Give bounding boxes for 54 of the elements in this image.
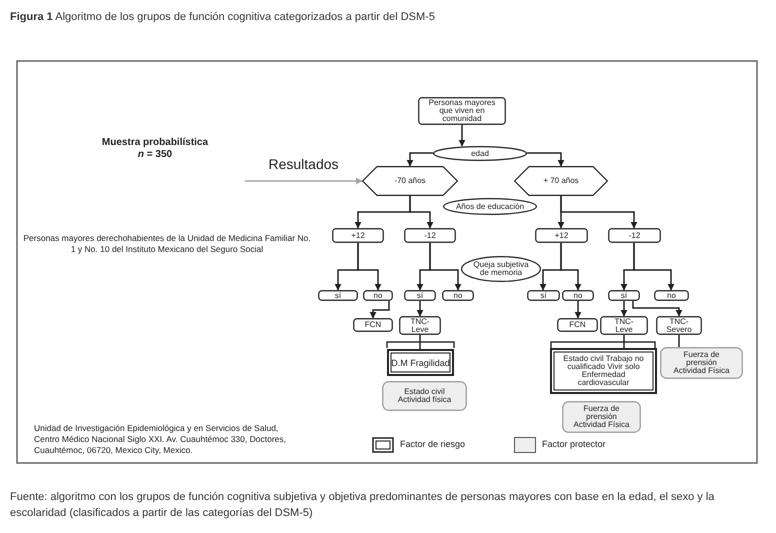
process-box: sí [404, 290, 436, 301]
decision-ellipse: Años de educación [443, 198, 537, 215]
arrow [357, 243, 382, 291]
protective-factor-box: Fuerza de prensión Actividad Física [562, 401, 641, 433]
process-box: no [363, 290, 393, 301]
arrow [458, 125, 466, 147]
note-text: n = 350 [136, 149, 174, 160]
process-box: sí [527, 290, 560, 301]
connector-line [678, 335, 680, 347]
arrow [560, 196, 638, 229]
process-box: TNC-Severo [656, 316, 702, 335]
process-box: +12 [535, 228, 588, 243]
arrow [632, 301, 682, 317]
arrow [429, 243, 462, 291]
decision-ellipse: edad [433, 146, 527, 161]
risk-factor-box: D.M Fragilidad [387, 349, 454, 376]
legend-label: Factor protector [542, 439, 606, 449]
arrow [560, 243, 582, 291]
process-box: no [562, 290, 594, 301]
process-box: no [654, 290, 689, 301]
connector-line [419, 335, 421, 349]
arrow [409, 196, 434, 229]
process-box: TNC-Leve [600, 316, 648, 335]
process-box: sí [318, 290, 358, 301]
protective-factor-box: Estado civil Actividad física [382, 381, 467, 411]
process-box: TNC-Leve [399, 316, 441, 335]
note-text: Unidad de Investigación Epidemiológica y en Servicios de Salud, Centro Médico Nacional Siglo XXI. Av. Cuauhtémoc 330, Doctores, Cuauhtémoc, 06720, Mexico City, Mexico. [34, 423, 287, 456]
process-box: -12 [404, 228, 456, 243]
process-box: +12 [332, 228, 384, 243]
hexagon-node: + 70 años [514, 166, 608, 196]
arrow [633, 243, 674, 291]
hexagon-node: -70 años [362, 166, 458, 196]
arrow [620, 301, 628, 317]
decision-ellipse: Queja subjetiva de memoria [461, 256, 541, 282]
figure-title: Figura 1 Algoritmo de los grupos de función cognitiva categorizados a partir del DSM-5 [10, 11, 435, 23]
process-box: Personas mayores que viven en comunidad [418, 97, 506, 125]
process-box: sí [608, 290, 640, 301]
arrow [406, 152, 433, 167]
arrow [416, 301, 424, 317]
risk-factor-box: Estado civil Trabajo no cualificado Vivir solo Enfermedad cardiovascular [550, 348, 657, 394]
legend-label: Factor de riesgo [400, 439, 466, 449]
note-text: Muestra probabilística [100, 137, 210, 148]
arrow [574, 301, 582, 319]
process-box: no [442, 290, 474, 301]
protective-factor-box: Fuerza de prensión Actividad Física [660, 347, 743, 379]
arrow [245, 178, 363, 184]
arrow [527, 152, 564, 167]
process-box: -12 [608, 228, 661, 243]
process-box: FCN [353, 318, 393, 332]
connector-line [623, 335, 625, 348]
note-text: Personas mayores derechohabientes de la Unidad de Medicina Familiar No. 1 y No. 10 del Instituto Mexicano del Seguro Social [22, 233, 312, 255]
arrow [370, 301, 390, 319]
process-box: FCN [557, 318, 598, 332]
figure-caption: Fuente: algoritmo con los grupos de función cognitiva subjetiva y objetiva predominantes de personas mayores con base en la edad, el sexo y la escolaridad (clasificados a partir de las categorías del DSM-5) [10, 490, 716, 521]
